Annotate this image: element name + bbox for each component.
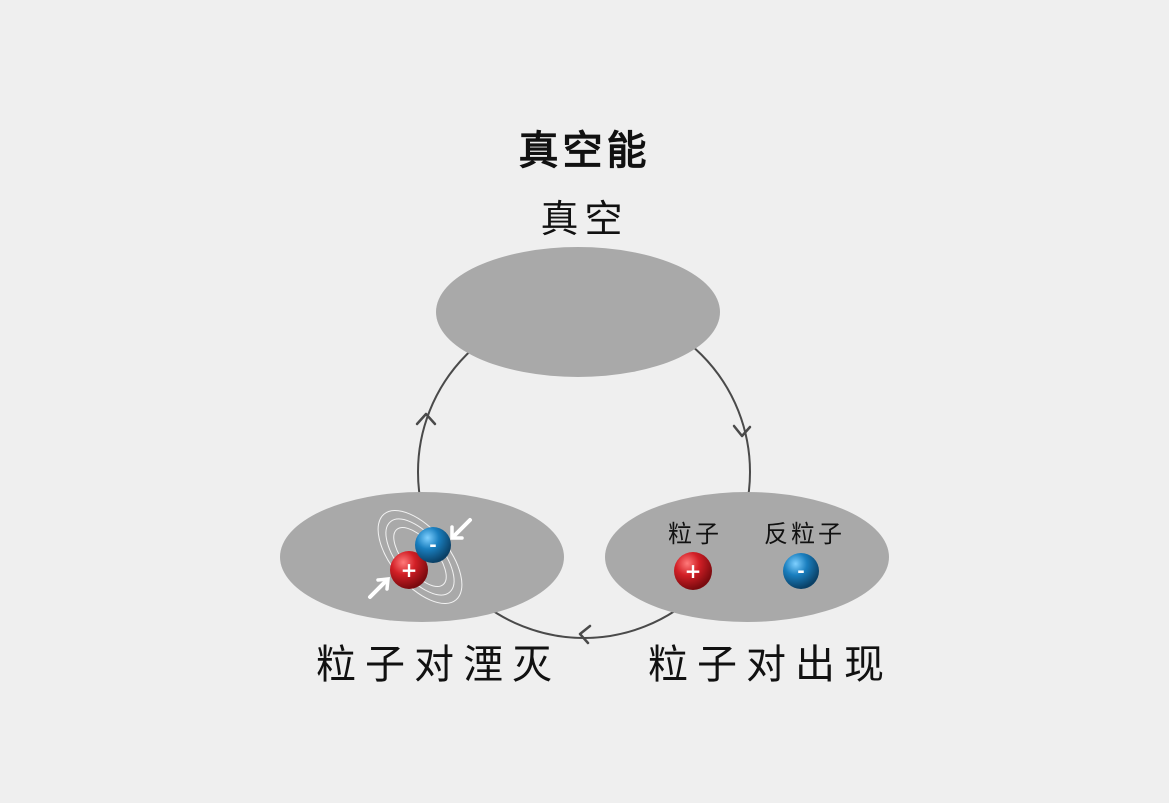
creation-antiparticle-sign: - [797, 561, 804, 582]
annihilation-antiparticle [415, 527, 451, 563]
annihilation-label: 粒子对湮灭 [316, 642, 561, 688]
annihilation-particle [390, 551, 428, 589]
cycle-arrow-bottom [578, 624, 592, 645]
annihilation-particle-sign: + [401, 558, 418, 582]
cycle-arrow-right [732, 424, 752, 438]
particle-label: 粒子 [668, 520, 722, 548]
collision-arrow-icon [450, 518, 472, 540]
creation-antiparticle [783, 553, 819, 589]
vacuum-node [436, 247, 720, 377]
diagram-title: 真空能 [518, 128, 651, 174]
collision-arrow-icon [368, 577, 390, 599]
creation-particle-sign: + [685, 559, 702, 583]
antiparticle-label: 反粒子 [764, 520, 845, 548]
cycle-arrow-left [415, 412, 437, 426]
annihilation-antiparticle-sign: - [429, 535, 436, 556]
creation-particle [674, 552, 712, 590]
creation-label: 粒子对出现 [648, 642, 893, 688]
creation-node [605, 492, 889, 622]
vacuum-label: 真空 [540, 197, 629, 241]
